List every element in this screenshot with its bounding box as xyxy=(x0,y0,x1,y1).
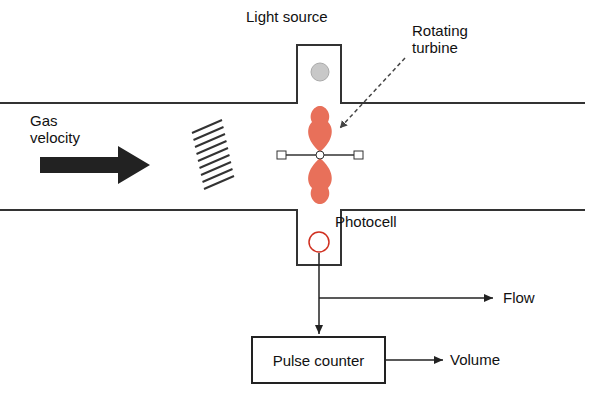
pipe-wall-top xyxy=(0,45,585,103)
part-label: Light source xyxy=(246,8,328,25)
callout-label: Rotating turbine xyxy=(412,22,492,56)
light-bulb xyxy=(311,63,329,81)
box-text: Pulse counter xyxy=(273,352,365,369)
volume-output-line xyxy=(385,359,443,361)
pipe-wall-bottom xyxy=(0,210,585,265)
photocell xyxy=(309,232,329,252)
flow-label: Gas velocity xyxy=(30,112,100,146)
part-label: Photocell xyxy=(335,213,397,230)
counter-box: Pulse counter xyxy=(251,336,386,384)
output-label: Volume xyxy=(450,351,500,368)
output-label: Flow xyxy=(503,289,535,306)
flow-arrow xyxy=(40,146,150,184)
signal-wire xyxy=(318,253,320,334)
flow-straightener xyxy=(192,120,234,189)
leader-line xyxy=(340,58,405,128)
flow-output-line xyxy=(319,297,493,299)
turbine-rotor xyxy=(277,106,363,204)
